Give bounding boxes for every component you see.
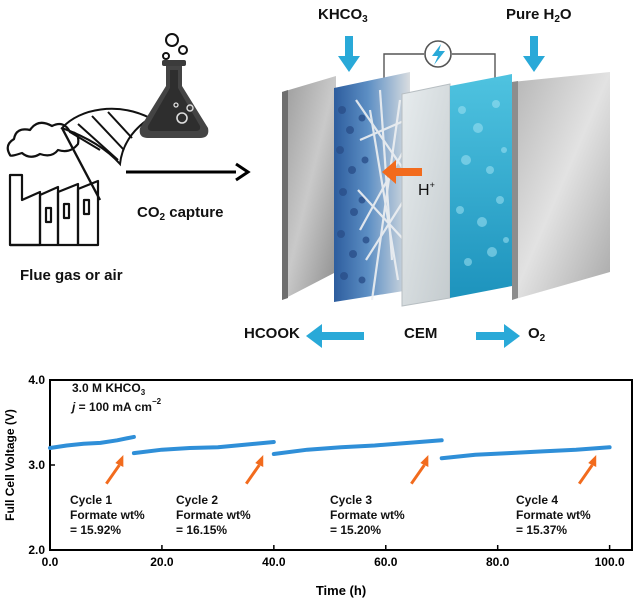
conditions-line-2: j = 100 mA cm−2: [72, 397, 162, 414]
product-label-o2: O2: [528, 325, 546, 344]
cathode-plate: [282, 76, 336, 300]
anode-plate: [512, 72, 610, 300]
voltage-chart: 0.0 20.0 40.0 60.0 80.0 100.0 2.0 3.0 4.0 Time (…: [0, 365, 640, 600]
cycle-annotation-2: Cycle 2 Formate wt% = 16.15%: [176, 493, 251, 538]
cycle-value: = 16.15%: [176, 523, 228, 537]
voltage-series-cycle-1: [48, 434, 136, 450]
flask-icon: [139, 33, 209, 138]
y-axis-label: Full Cell Voltage (V): [3, 409, 17, 521]
cycle-name: Cycle 2: [176, 493, 219, 507]
y-tick-label: 3.0: [28, 458, 45, 472]
feed-arrow-left: [338, 36, 360, 72]
membrane-label: CEM: [404, 325, 438, 342]
proton-transport-arrow: [382, 160, 422, 184]
cycle-annotation-4: Cycle 4 Formate wt% = 15.37%: [516, 493, 591, 538]
voltage-series-cycle-2: [131, 440, 276, 456]
x-tick-label: 20.0: [150, 555, 174, 569]
power-source-icon: [424, 40, 452, 68]
end-of-cycle-arrow-2: [245, 455, 264, 485]
cycle-annotation-3: Cycle 3 Formate wt% = 15.20%: [330, 493, 405, 538]
voltage-series-cycle-4: [439, 445, 612, 461]
cycle-name: Cycle 1: [70, 493, 113, 507]
cathode-catalyst: [334, 72, 410, 302]
voltage-series-cycle-3: [271, 438, 444, 456]
product-label-hcook: HCOOK: [244, 325, 300, 342]
external-circuit: [383, 53, 496, 88]
cycle-metric: Formate wt%: [176, 508, 251, 522]
x-tick-label: 40.0: [262, 555, 286, 569]
y-tick-label: 2.0: [28, 543, 45, 557]
feed-label-water: Pure H2O: [506, 6, 572, 25]
feed-label-khco3: KHCO3: [318, 6, 368, 25]
electrolyzer-schematic: KHCO3 Pure H2O CO2 capture Flue gas or a…: [6, 6, 610, 348]
x-tick-label: 60.0: [374, 555, 398, 569]
capture-net-icon: [60, 107, 152, 201]
cycle-value: = 15.92%: [70, 523, 122, 537]
end-of-cycle-arrow-1: [105, 455, 124, 485]
conditions-line-1: 3.0 M KHCO3: [72, 381, 146, 397]
feed-arrow-right: [523, 36, 545, 72]
co2-capture-label: CO2 capture: [137, 204, 224, 223]
cycle-name: Cycle 4: [516, 493, 559, 507]
y-tick-label: 4.0: [28, 373, 45, 387]
cycle-metric: Formate wt%: [70, 508, 145, 522]
x-tick-label: 100.0: [595, 555, 625, 569]
cycle-name: Cycle 3: [330, 493, 373, 507]
product-arrow-left: [306, 324, 364, 348]
cycle-metric: Formate wt%: [330, 508, 405, 522]
end-of-cycle-arrow-4: [578, 455, 597, 485]
anode-electrolyte: [450, 74, 512, 298]
x-tick-label: 0.0: [42, 555, 59, 569]
cycle-value: = 15.37%: [516, 523, 568, 537]
source-label: Flue gas or air: [20, 267, 123, 284]
product-arrow-right: [476, 324, 520, 348]
x-tick-label: 80.0: [486, 555, 510, 569]
cycle-annotation-1: Cycle 1 Formate wt% = 15.92%: [70, 493, 145, 538]
schematic-drawing: [6, 33, 610, 348]
chart-canvas: 0.0 20.0 40.0 60.0 80.0 100.0 2.0 3.0 4.0 Time (…: [3, 373, 633, 598]
process-arrow: [126, 162, 251, 182]
cycle-value: = 15.20%: [330, 523, 382, 537]
end-of-cycle-arrow-3: [410, 455, 429, 485]
proton-label: H+: [418, 180, 435, 199]
cycle-metric: Formate wt%: [516, 508, 591, 522]
x-axis-label: Time (h): [316, 583, 366, 598]
